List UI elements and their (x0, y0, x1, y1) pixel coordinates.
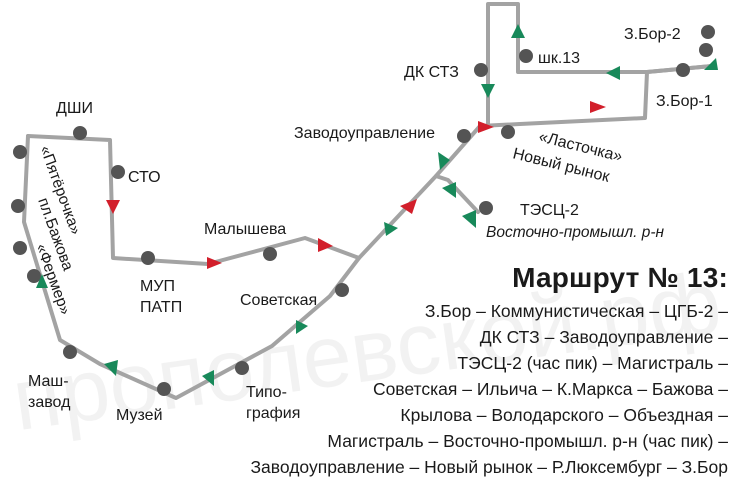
label-tipo1: Типо- (246, 384, 287, 401)
legend-line: Крылова – Володарского – Объездная – (400, 405, 728, 425)
arrow-green-spur-2 (462, 210, 476, 228)
label-mash2: завод (28, 394, 71, 411)
label-dshi: ДШИ (56, 100, 93, 117)
stop-shk13[interactable] (519, 49, 533, 63)
arrow-green-shk13 (511, 24, 525, 38)
stop-mup[interactable] (141, 251, 155, 265)
stop-mashzavod[interactable] (63, 345, 77, 359)
label-zbor2: З.Бор-2 (624, 26, 681, 43)
direction-arrows (36, 24, 718, 386)
arrow-green-tipografiya (202, 370, 214, 386)
stop-novyrynok[interactable] (501, 125, 515, 139)
stops (11, 25, 715, 396)
stop-sto[interactable] (111, 165, 125, 179)
route-main-line (26, 64, 714, 266)
stop-bazhova[interactable] (13, 241, 27, 255)
arrow-green-muzey (104, 360, 118, 376)
label-sovetskaya: Советская (240, 292, 317, 309)
stop-zbor2[interactable] (701, 25, 715, 39)
stop-dkstz[interactable] (474, 63, 488, 77)
legend-line: Советская – Ильича – К.Маркса – Бажова – (372, 379, 728, 399)
arrow-red-malysheva (318, 238, 333, 252)
arrow-red-mup (207, 257, 222, 269)
stop-fermer[interactable] (27, 269, 41, 283)
arrow-red-magistral (400, 199, 417, 214)
route-east-spur (434, 174, 480, 214)
route-lines (22, 2, 714, 400)
stop-zbor2-b[interactable] (699, 43, 713, 57)
stop-tesc2[interactable] (479, 201, 493, 215)
label-patp: ПАТП (140, 299, 182, 316)
label-vostprom: Восточно-промышл. р-н (486, 224, 665, 241)
route-south-line (22, 134, 361, 400)
stop-muzey[interactable] (157, 382, 171, 396)
arrow-red-sto (106, 200, 120, 214)
arrow-green-zbor2 (704, 58, 718, 70)
stop-sovetskaya[interactable] (335, 283, 349, 297)
label-tesc2: ТЭСЦ-2 (520, 202, 579, 219)
label-dkstz: ДК СТЗ (404, 64, 459, 81)
legend-line: Магистраль – Восточно-промышл. р-н (час … (327, 431, 728, 451)
arrow-red-zavodoupr (478, 121, 494, 133)
label-tipo2: графия (246, 405, 300, 422)
arrow-green-sovetskaya (296, 320, 308, 334)
route-legend: Маршрут № 13: З.Бор – Коммунистическая –… (208, 262, 728, 480)
stop-zbor1[interactable] (676, 63, 690, 77)
legend-line: ДК СТЗ – Заводоуправление – (479, 327, 728, 347)
stop-malysheva[interactable] (263, 247, 277, 261)
arrow-green-magistral (384, 222, 398, 236)
legend-title: Маршрут № 13: (512, 262, 728, 293)
arrow-green-west (36, 274, 48, 288)
stop-dshi[interactable] (73, 126, 87, 140)
legend-line: Заводоуправление – Новый рынок – Р.Люксе… (250, 457, 728, 477)
stop-west-2[interactable] (11, 199, 25, 213)
label-malysheva: Малышева (204, 221, 286, 238)
label-zbor1: З.Бор-1 (656, 93, 713, 110)
label-mash1: Маш- (28, 373, 69, 390)
label-shk13: шк.13 (538, 50, 580, 67)
label-mup: МУП (140, 278, 175, 295)
stop-zavodoupr[interactable] (457, 129, 471, 143)
label-sto: СТО (128, 169, 161, 186)
label-muzey: Музей (116, 407, 163, 424)
arrow-green-zbor1 (606, 66, 620, 80)
legend-line: З.Бор – Коммунистическая – ЦГБ-2 – (424, 301, 728, 321)
label-zavodoupr: Заводоуправление (294, 125, 435, 142)
arrow-red-lastochka (590, 101, 606, 113)
arrow-green-dkstz (481, 84, 495, 98)
legend-line: ТЭСЦ-2 (час пик) – Магистраль – (457, 353, 728, 373)
arrow-green-zavodoupr (438, 152, 450, 170)
stop-tipografiya[interactable] (235, 361, 249, 375)
stop-pyaterochka[interactable] (13, 145, 27, 159)
arrow-green-spur-1 (442, 182, 456, 198)
